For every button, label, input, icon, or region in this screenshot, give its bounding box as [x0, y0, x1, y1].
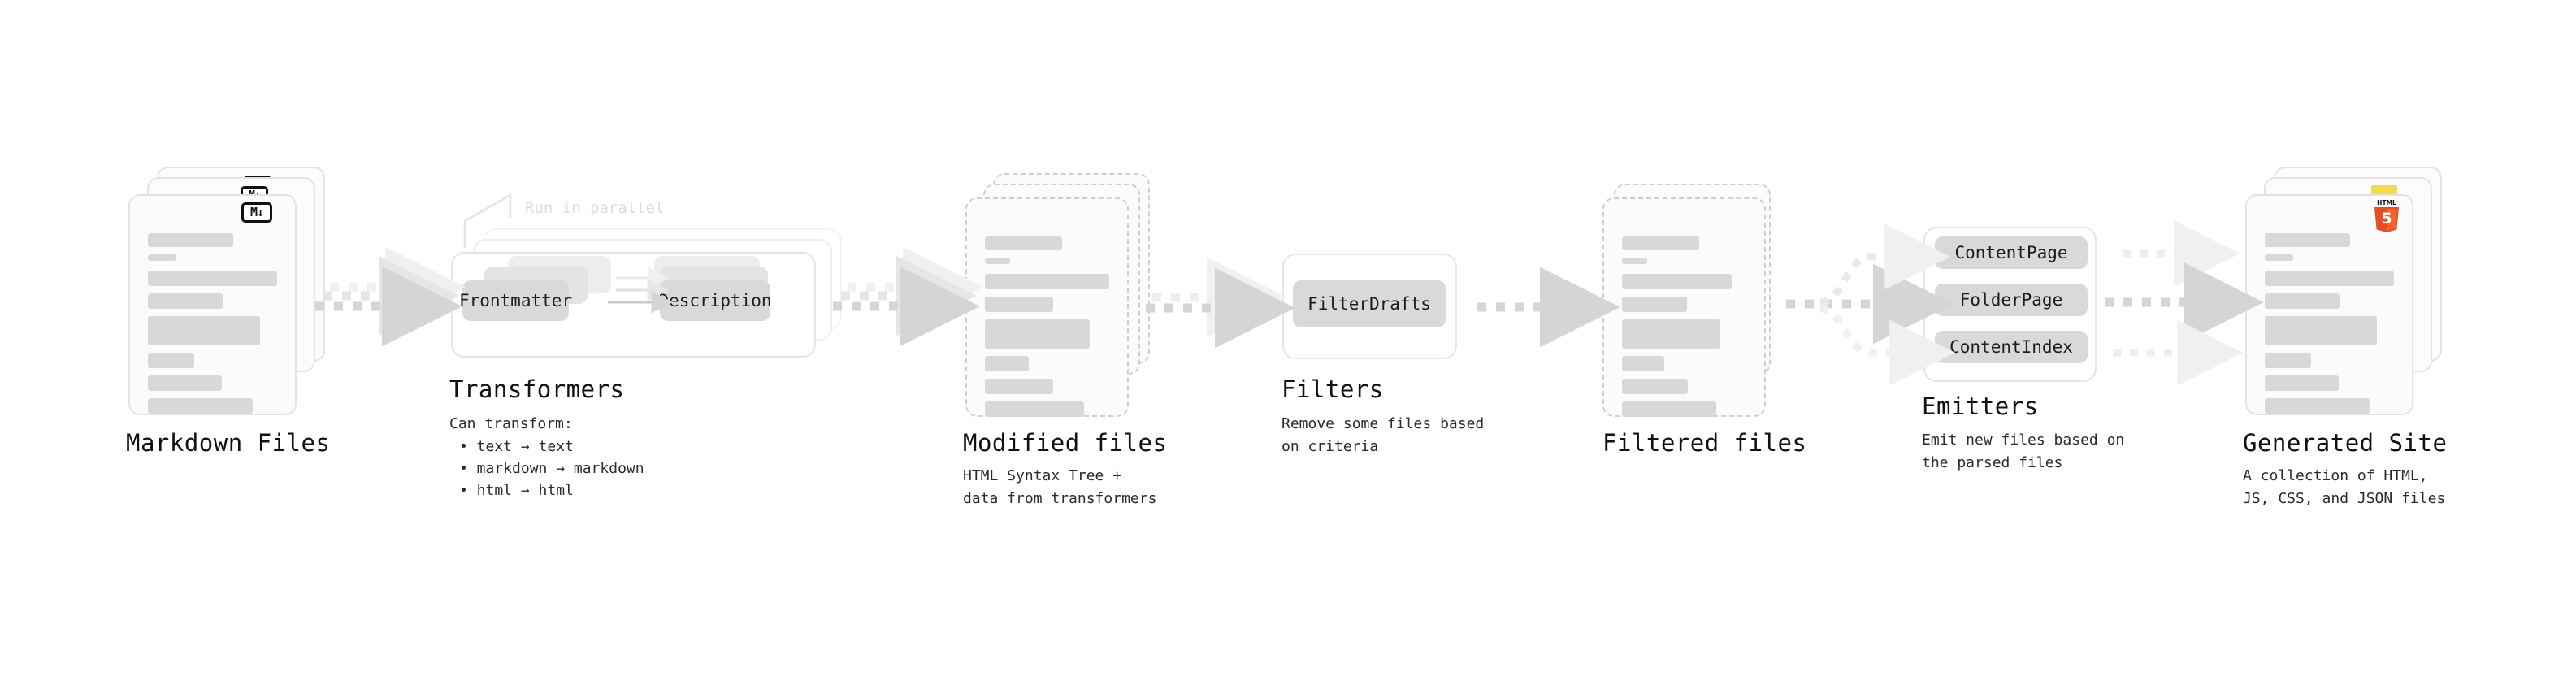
connector-transformers-to-modified [833, 246, 983, 347]
site-skeleton [2265, 233, 2394, 421]
generated-site-title: Generated Site [2243, 429, 2448, 457]
emitter-chip-contentpage[interactable]: ContentPage [1935, 236, 2088, 269]
filtered-skeleton [1622, 236, 1746, 424]
connector-filtered-to-emitters [1786, 223, 1956, 386]
emitters-subtitle: Emit new files based on the parsed files [1922, 432, 2125, 471]
transformer-chip-frontmatter[interactable]: Frontmatter [459, 280, 572, 321]
html5-wordmark: HTML [2377, 199, 2396, 206]
run-in-parallel-annotation: Run in parallel [525, 199, 665, 217]
connector-modified-to-filters [1146, 257, 1295, 349]
html5-number: 5 [2381, 210, 2392, 228]
generated-site-subtitle: A collection of HTML, JS, CSS, and JSON … [2243, 467, 2446, 507]
modified-files-title: Modified files [963, 429, 1168, 457]
filtered-sheet-front [1602, 197, 1766, 417]
transformers-subtitle: Can transform: [449, 415, 573, 432]
modified-skeleton [985, 236, 1109, 424]
filters-title: Filters [1281, 375, 1384, 403]
emitters-title: Emitters [1922, 393, 2039, 420]
html5-shield-icon: HTML 5 [2374, 199, 2399, 232]
connector-emitters-to-site [2105, 220, 2264, 386]
filter-chip-filterdrafts[interactable]: FilterDrafts [1293, 280, 1446, 327]
transformers-bullet-0: • text → text [459, 438, 574, 455]
markdown-files-title: Markdown Files [126, 429, 331, 457]
connector-markdown-to-transformers [315, 246, 466, 347]
transformers-bullet-1: • markdown → markdown [459, 460, 644, 477]
emitter-chip-folderpage[interactable]: FolderPage [1935, 284, 2088, 316]
markdown-badge-letter-front: M [249, 205, 258, 219]
transformers-title: Transformers [449, 375, 625, 403]
transformer-chip-description[interactable]: Description [658, 280, 772, 321]
emitter-chip-contentindex[interactable]: ContentIndex [1935, 331, 2088, 363]
transformers-bullet-2: • html → html [459, 482, 574, 499]
filtered-files-title: Filtered files [1602, 429, 1807, 457]
markdown-skeleton [148, 233, 277, 421]
modified-sheet-front [965, 197, 1129, 417]
markdown-sheet-front [128, 194, 297, 415]
modified-files-subtitle: HTML Syntax Tree + data from transformer… [963, 467, 1157, 507]
filters-subtitle: Remove some files based on criteria [1281, 415, 1485, 455]
markdown-badge-icon: M↓ [241, 202, 272, 223]
